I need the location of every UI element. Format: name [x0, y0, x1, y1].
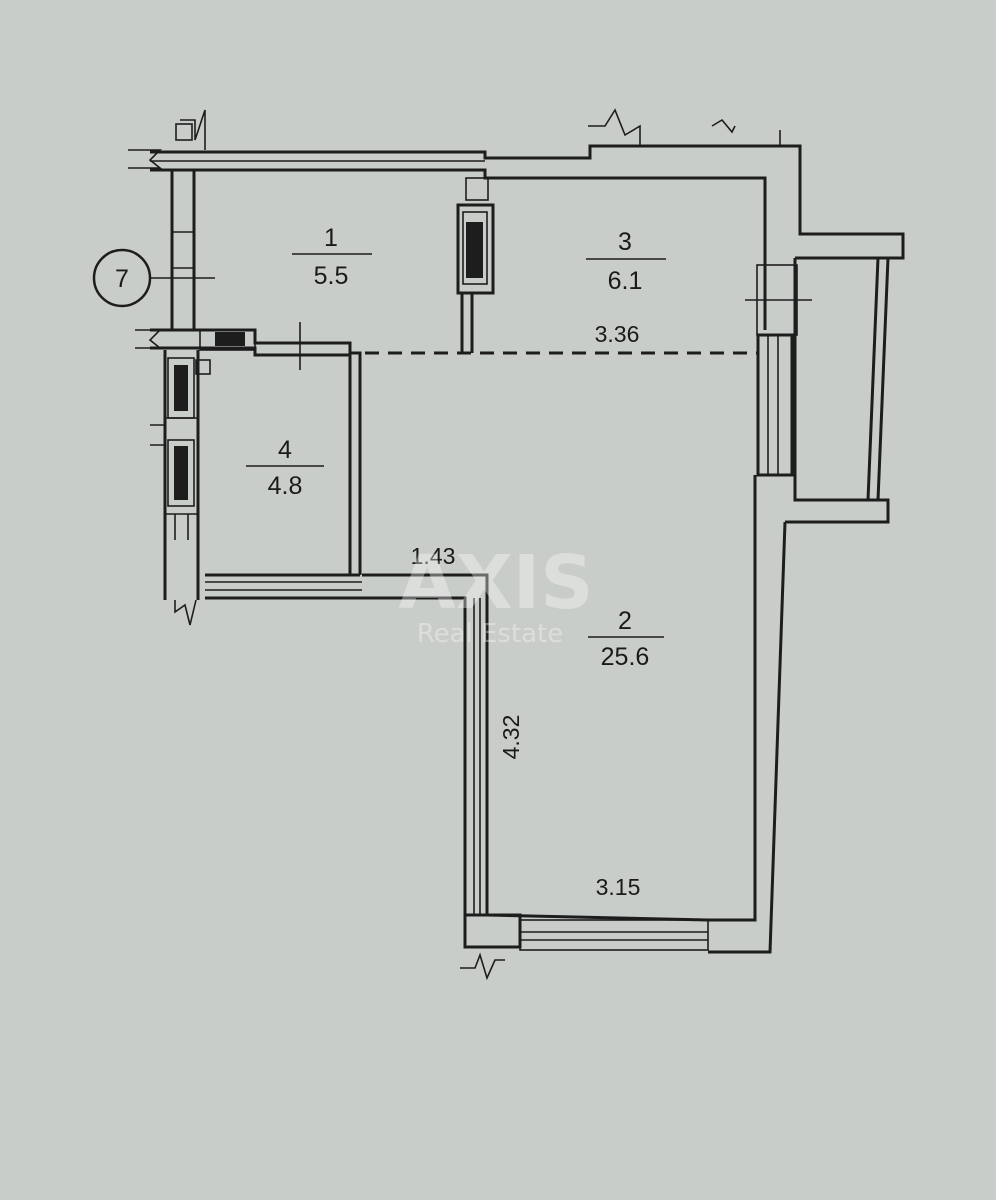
- watermark: AXIS Real Estate: [398, 540, 593, 649]
- room-2-area: 25.6: [601, 643, 650, 671]
- axis-marker-label: 7: [115, 265, 129, 293]
- room-3-label: 3 6.1: [586, 228, 666, 295]
- axis-marker: 7: [92, 248, 215, 308]
- room-2-number: 2: [618, 607, 632, 635]
- partition-1-3: [456, 177, 495, 353]
- room-1-number: 1: [324, 224, 338, 252]
- dimension-room2-width: 3.15: [596, 874, 641, 900]
- room-2-label: 2 25.6: [588, 607, 664, 671]
- room-4-area: 4.8: [268, 472, 303, 500]
- room-4-walls: [135, 322, 362, 626]
- dimension-room3-width: 3.36: [595, 321, 640, 347]
- room-4-label: 4 4.8: [246, 436, 324, 500]
- watermark-brand: AXIS: [398, 540, 593, 626]
- room-3-number: 3: [618, 228, 632, 256]
- watermark-subtitle: Real Estate: [417, 619, 564, 649]
- right-wall-balcony: [708, 257, 890, 954]
- bottom-window-wall: [460, 913, 709, 981]
- dimension-corridor-width: 1.43: [411, 543, 456, 569]
- room-1-label: 1 5.5: [292, 224, 372, 290]
- corridor-walls: [362, 573, 489, 915]
- room-1-area: 5.5: [314, 262, 349, 290]
- dimension-room2-length: 4.32: [498, 715, 524, 760]
- room-3-area: 6.1: [608, 267, 643, 295]
- room-4-number: 4: [278, 436, 292, 464]
